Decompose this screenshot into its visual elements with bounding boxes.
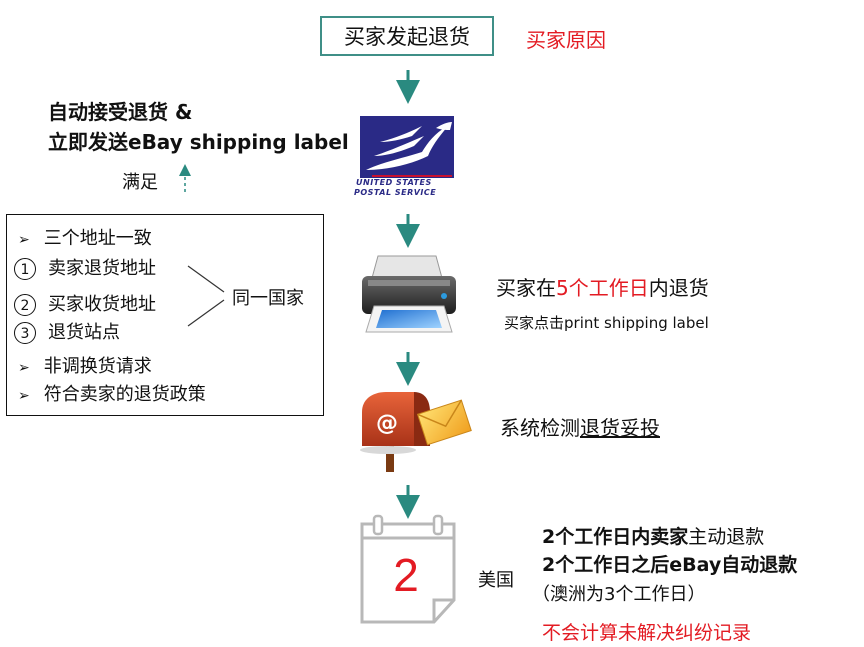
auto-accept-line1: 自动接受退货 &	[48, 100, 193, 124]
condition-item-6: ➢符合卖家的退货政策	[18, 384, 206, 405]
condition-item-1: ➢三个地址一致	[18, 228, 152, 249]
bullet-arrow-icon: ➢	[18, 232, 30, 248]
mail-step-text: 系统检测退货妥投	[500, 416, 660, 440]
refund-line1: 2个工作日内卖家主动退款	[542, 526, 765, 548]
conditions-box	[6, 214, 324, 416]
bullet-arrow-icon: ➢	[18, 360, 30, 376]
circled-number-icon: 3	[14, 322, 36, 344]
svg-text:@: @	[376, 411, 398, 436]
usps-line2: POSTAL SERVICE	[354, 188, 437, 197]
print-step-sub: 买家点击print shipping label	[504, 314, 709, 332]
condition-item-5: ➢非调换货请求	[18, 356, 152, 377]
eagle-icon	[360, 116, 454, 178]
printer-icon	[362, 255, 456, 333]
auto-accept-line2: 立即发送eBay shipping label	[48, 130, 349, 154]
usps-logo: UNITED STATES POSTAL SERVICE	[352, 112, 462, 202]
refund-note: 不会计算未解决纠纷记录	[542, 622, 752, 644]
region-label: 美国	[478, 570, 514, 591]
calendar-frame	[360, 514, 456, 624]
delivered-underlined: 退货妥投	[580, 416, 660, 440]
reason-label: 买家原因	[526, 28, 606, 52]
same-country-label: 同一国家	[232, 288, 304, 309]
start-label: 买家发起退货	[344, 25, 470, 49]
refund-line3: （澳洲为3个工作日）	[532, 584, 706, 605]
refund-line2: 2个工作日之后eBay自动退款	[542, 554, 798, 576]
circled-number-icon: 1	[14, 258, 36, 280]
mailbox-icon: @	[360, 392, 472, 472]
calendar-number: 2	[393, 549, 419, 601]
usps-line1: UNITED STATES	[356, 178, 432, 187]
print-step-text: 买家在5个工作日内退货	[496, 276, 709, 300]
circled-number-icon: 2	[14, 294, 36, 316]
bullet-arrow-icon: ➢	[18, 388, 30, 404]
calendar-icon: 2	[354, 514, 462, 626]
start-box: 买家发起退货	[320, 16, 494, 56]
satisfy-label: 满足	[122, 172, 158, 193]
business-days-highlight: 5个工作日	[556, 276, 649, 300]
